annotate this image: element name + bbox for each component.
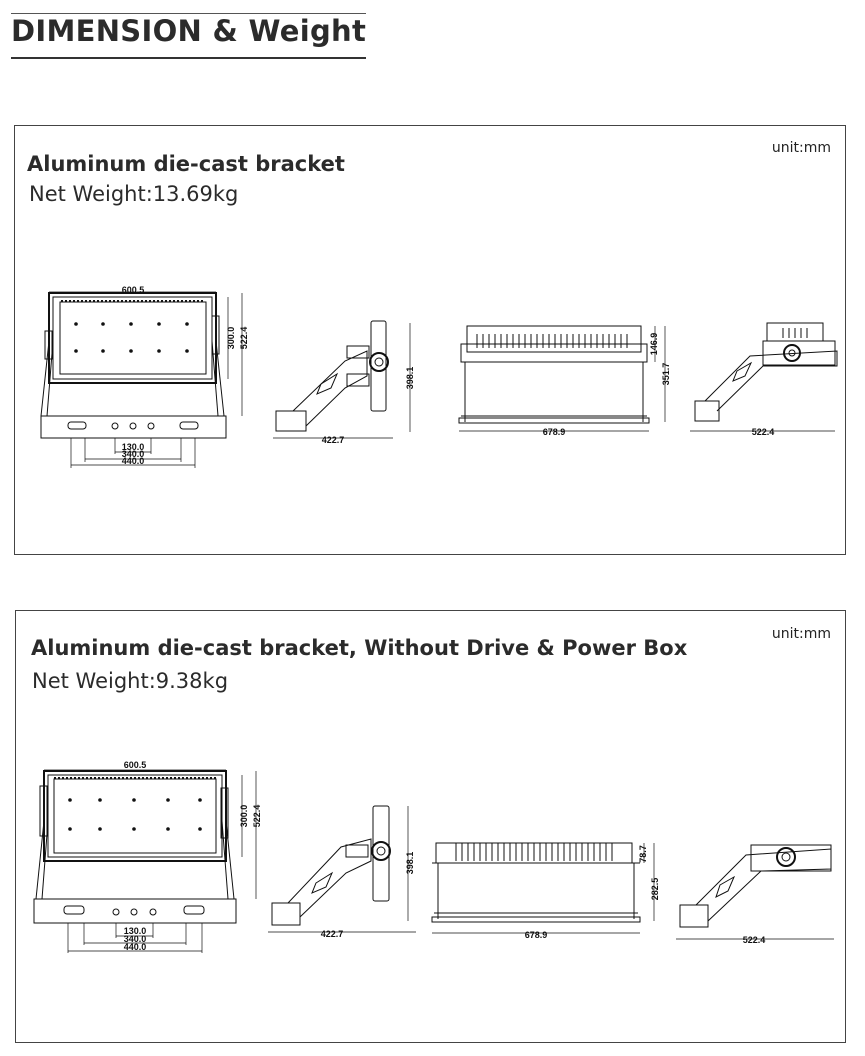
front-view-holes: [74, 322, 189, 353]
dim-side-depth: 422.7: [322, 435, 345, 445]
dim-side-height: 398.1: [405, 852, 415, 875]
rear-view-drawing: [458, 325, 666, 432]
dim-rear-h1: 78.7: [638, 845, 648, 863]
dim-front-d2: 340.0: [124, 934, 147, 944]
dim-front-h2: 522.4: [239, 327, 249, 350]
side-view-drawing: [273, 320, 411, 439]
page-title: DIMENSION & Weight: [11, 14, 367, 48]
dim-front-width: 600.5: [122, 285, 145, 295]
unit-label: unit:mm: [771, 140, 831, 156]
front-view-drawing: [33, 769, 257, 953]
dim-front-d3: 440.0: [122, 456, 145, 466]
dim-front-h2: 522.4: [252, 805, 262, 828]
title-underline: [11, 57, 366, 59]
front-view-holes: [68, 798, 202, 831]
dim-rear-width: 678.9: [525, 930, 548, 940]
technical-drawings: 600.5 130.0 340.0 440.0 300.0 522.4 422.…: [33, 760, 834, 953]
panel-title: Aluminum die-cast bracket, Without Drive…: [31, 636, 688, 660]
dimension-panel-without-driver: unit:mm Aluminum die-cast bracket, Witho…: [15, 610, 846, 1043]
side-view-drawing: [268, 805, 416, 933]
front-view-drawing: [40, 291, 243, 468]
title-rule-top: [11, 13, 366, 14]
dimension-panel-with-driver: unit:mm Aluminum die-cast bracket Net We…: [14, 125, 846, 555]
dim-front-width: 600.5: [124, 760, 147, 770]
technical-drawings: 600.5 130.0 340.0 440.0 300.0 522.4 422.…: [40, 285, 838, 468]
side-view-2-drawing: [676, 844, 834, 940]
dim-front-d2: 340.0: [122, 449, 145, 459]
dim-front-h1: 300.0: [226, 327, 236, 350]
dim-rear-h1: 146.9: [649, 333, 659, 356]
dim-front-d1: 130.0: [122, 442, 145, 452]
net-weight: Net Weight:9.38kg: [32, 669, 229, 693]
dim-side2-depth: 522.4: [752, 427, 775, 437]
dim-front-d1: 130.0: [124, 926, 147, 936]
net-weight: Net Weight:13.69kg: [29, 182, 239, 206]
dim-rear-h2: 351.7: [661, 363, 671, 386]
dim-front-d3: 440.0: [124, 942, 147, 952]
unit-label: unit:mm: [771, 626, 831, 642]
dim-side2-depth: 522.4: [743, 935, 766, 945]
side-view-2-drawing: [690, 322, 838, 432]
rear-view-drawing: [431, 842, 655, 934]
dim-front-h1: 300.0: [239, 805, 249, 828]
panel-title: Aluminum die-cast bracket: [27, 152, 345, 176]
dim-rear-h2: 282.5: [650, 878, 660, 901]
dim-side-depth: 422.7: [321, 929, 344, 939]
dim-rear-width: 678.9: [543, 427, 566, 437]
dim-side-height: 398.1: [405, 367, 415, 390]
